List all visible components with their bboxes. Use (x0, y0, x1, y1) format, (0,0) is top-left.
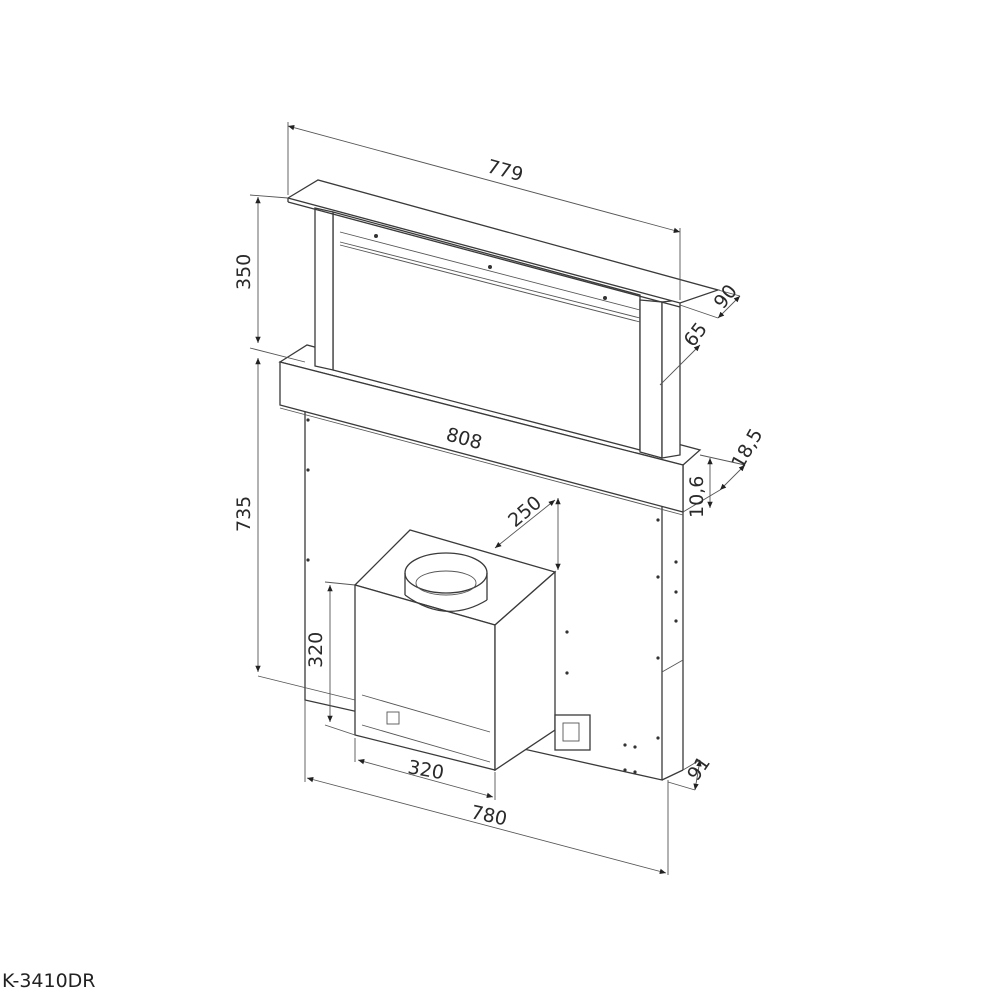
dim-780: 780 (469, 801, 509, 830)
dimension-lines (249, 122, 746, 875)
dim-90: 90 (710, 280, 742, 313)
motor-box (353, 529, 557, 772)
dim-18-5: 18,5 (727, 425, 767, 473)
dim-65: 65 (680, 318, 712, 351)
dim-10-6: 10,6 (686, 476, 708, 518)
dim-779: 779 (485, 156, 526, 187)
dim-91: 91 (683, 752, 715, 784)
dim-320-height: 320 (305, 632, 327, 668)
junction-box-icon (554, 714, 591, 751)
glass-panel (314, 207, 681, 459)
dim-350: 350 (233, 254, 255, 290)
dim-320-width: 320 (406, 756, 446, 784)
dim-735: 735 (233, 496, 255, 532)
model-label: K-3410DR (2, 970, 96, 992)
